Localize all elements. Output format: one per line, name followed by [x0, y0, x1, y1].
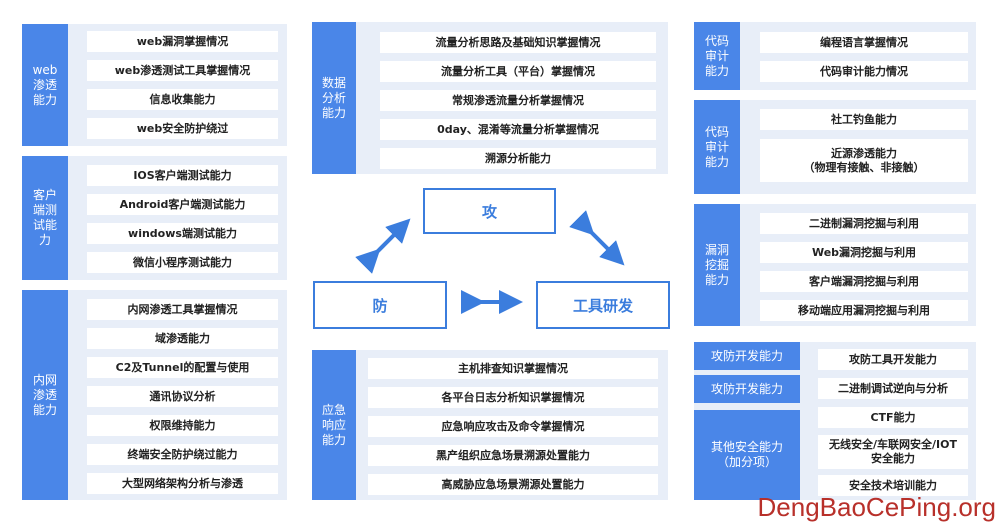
audit1-category: 代码 审计 能力 — [694, 22, 740, 90]
other-item-3: 无线安全/车联网安全/IOT 安全能力 — [818, 435, 968, 469]
intranet-category: 内网 渗透 能力 — [22, 290, 68, 500]
vuln-item-0: 二进制漏洞挖掘与利用 — [760, 213, 968, 234]
client-item-0: IOS客户端测试能力 — [87, 165, 278, 186]
data-category: 数据 分析 能力 — [312, 22, 356, 174]
vuln-item-1: Web漏洞挖掘与利用 — [760, 242, 968, 263]
intranet-item-3: 通讯协议分析 — [87, 386, 278, 407]
arrow-attack-tools — [569, 210, 625, 266]
audit1-item-1: 代码审计能力情况 — [760, 61, 968, 82]
response-item-0: 主机排查知识掌握情况 — [368, 358, 658, 379]
intranet-item-4: 权限维持能力 — [87, 415, 278, 436]
web-item-0: web漏洞掌握情况 — [87, 31, 278, 52]
other-label-0: 攻防开发能力 — [694, 342, 800, 370]
data-item-2: 常规渗透流量分析掌握情况 — [380, 90, 656, 111]
web-item-1: web渗透测试工具掌握情况 — [87, 60, 278, 81]
client-item-1: Android客户端测试能力 — [87, 194, 278, 215]
data-item-0: 流量分析思路及基础知识掌握情况 — [380, 32, 656, 53]
intranet-item-2: C2及Tunnel的配置与使用 — [87, 357, 278, 378]
vuln-category: 漏洞 挖掘 能力 — [694, 204, 740, 326]
data-item-4: 溯源分析能力 — [380, 148, 656, 169]
watermark-text: DengBaoCePing.org — [757, 492, 997, 522]
intranet-item-5: 终端安全防护绕过能力 — [87, 444, 278, 465]
other-item-2: CTF能力 — [818, 407, 968, 428]
response-item-4: 高威胁应急场景溯源处置能力 — [368, 474, 658, 495]
defense-node: 防 — [313, 281, 447, 329]
response-item-1: 各平台日志分析知识掌握情况 — [368, 387, 658, 408]
web-item-3: web安全防护绕过 — [87, 118, 278, 139]
vuln-item-3: 移动端应用漏洞挖掘与利用 — [760, 300, 968, 321]
web-category: web 渗透 能力 — [22, 24, 68, 146]
arrow-attack-defense — [355, 218, 411, 274]
audit2-item-1: 近源渗透能力 （物理有接触、非接触） — [760, 139, 968, 182]
intranet-item-6: 大型网络架构分析与渗透 — [87, 473, 278, 494]
other-label-1: 攻防开发能力 — [694, 375, 800, 403]
intranet-item-0: 内网渗透工具掌握情况 — [87, 299, 278, 320]
response-category: 应急 响应 能力 — [312, 350, 356, 500]
web-item-2: 信息收集能力 — [87, 89, 278, 110]
audit2-item-0: 社工钓鱼能力 — [760, 109, 968, 130]
other-item-4: 安全技术培训能力 — [818, 475, 968, 496]
other-item-1: 二进制调试逆向与分析 — [818, 378, 968, 399]
audit2-category: 代码 审计 能力 — [694, 100, 740, 194]
intranet-item-1: 域渗透能力 — [87, 328, 278, 349]
attack-node: 攻 — [423, 188, 556, 234]
data-item-1: 流量分析工具（平台）掌握情况 — [380, 61, 656, 82]
vuln-item-2: 客户端漏洞挖掘与利用 — [760, 271, 968, 292]
client-item-2: windows端测试能力 — [87, 223, 278, 244]
response-item-2: 应急响应攻击及命令掌握情况 — [368, 416, 658, 437]
other-item-0: 攻防工具开发能力 — [818, 349, 968, 370]
tools-node: 工具研发 — [536, 281, 670, 329]
audit1-item-0: 编程语言掌握情况 — [760, 32, 968, 53]
other-label-2: 其他安全能力 （加分项） — [694, 410, 800, 500]
client-category: 客户 端测 试能 力 — [22, 156, 68, 280]
client-item-3: 微信小程序测试能力 — [87, 252, 278, 273]
response-item-3: 黑产组织应急场景溯源处置能力 — [368, 445, 658, 466]
data-item-3: 0day、混淆等流量分析掌握情况 — [380, 119, 656, 140]
